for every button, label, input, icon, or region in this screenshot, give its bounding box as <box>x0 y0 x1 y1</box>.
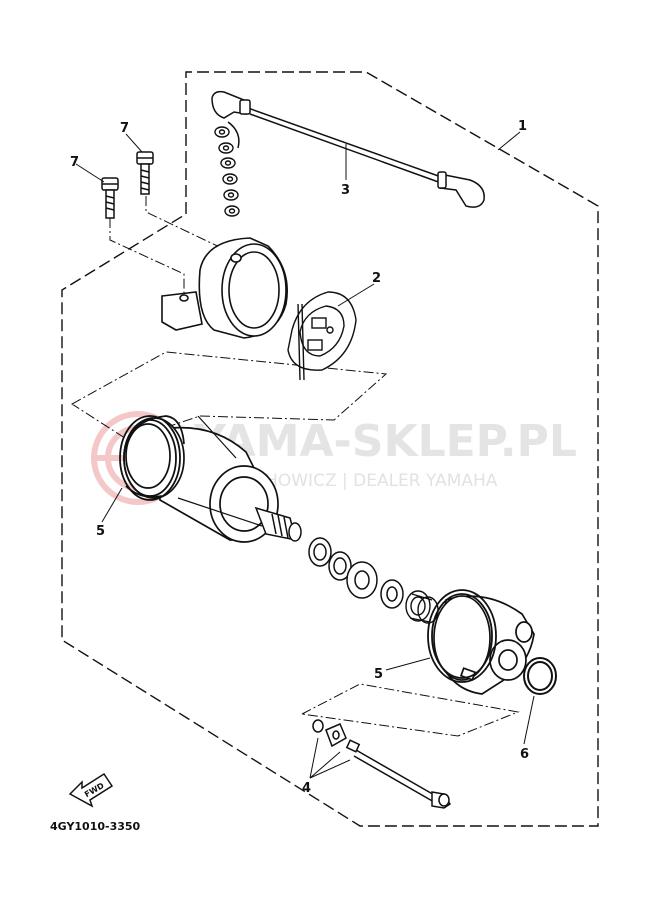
callout-6: 6 <box>520 747 529 762</box>
bolt-7-lower <box>101 177 119 219</box>
front-cover <box>433 595 535 695</box>
needle-bearing <box>405 590 439 624</box>
parts-4 <box>312 719 452 809</box>
leader-lines <box>75 131 535 779</box>
o-ring-5-rear <box>119 415 181 501</box>
callout-5-rear: 5 <box>96 524 105 539</box>
callouts: 1 2 3 4 5 5 6 7 7 <box>70 119 529 796</box>
callout-5-front: 5 <box>374 667 383 682</box>
callout-7-upper: 7 <box>120 121 129 136</box>
terminal-washers <box>214 126 240 217</box>
armature-shaft <box>254 506 302 542</box>
rear-cover <box>161 237 288 339</box>
shim-washers <box>308 537 404 609</box>
o-ring-5-front <box>427 589 497 683</box>
fwd-arrow-icon: FWD <box>68 772 114 808</box>
callout-2: 2 <box>372 271 381 286</box>
callout-1: 1 <box>518 119 527 134</box>
watermark: YAMA-SKLEP.PL W... ECHOWICZ | DEALER YAM… <box>91 411 577 505</box>
assembly-boundary <box>61 71 599 827</box>
callout-3: 3 <box>341 183 350 198</box>
lead-wire-3 <box>211 90 485 208</box>
bolt-7-upper <box>136 151 154 195</box>
watermark-title: YAMA-SKLEP.PL <box>193 416 577 467</box>
callout-4: 4 <box>302 781 311 796</box>
o-ring-6 <box>523 657 557 695</box>
brush-holder-2 <box>287 291 357 381</box>
starter-motor-body <box>123 415 279 543</box>
watermark-subtitle: W... ECHOWICZ | DEALER YAMAHA <box>206 471 498 491</box>
drawing-code: 4GY1010-3350 <box>50 820 141 833</box>
callout-7-lower: 7 <box>70 155 79 170</box>
